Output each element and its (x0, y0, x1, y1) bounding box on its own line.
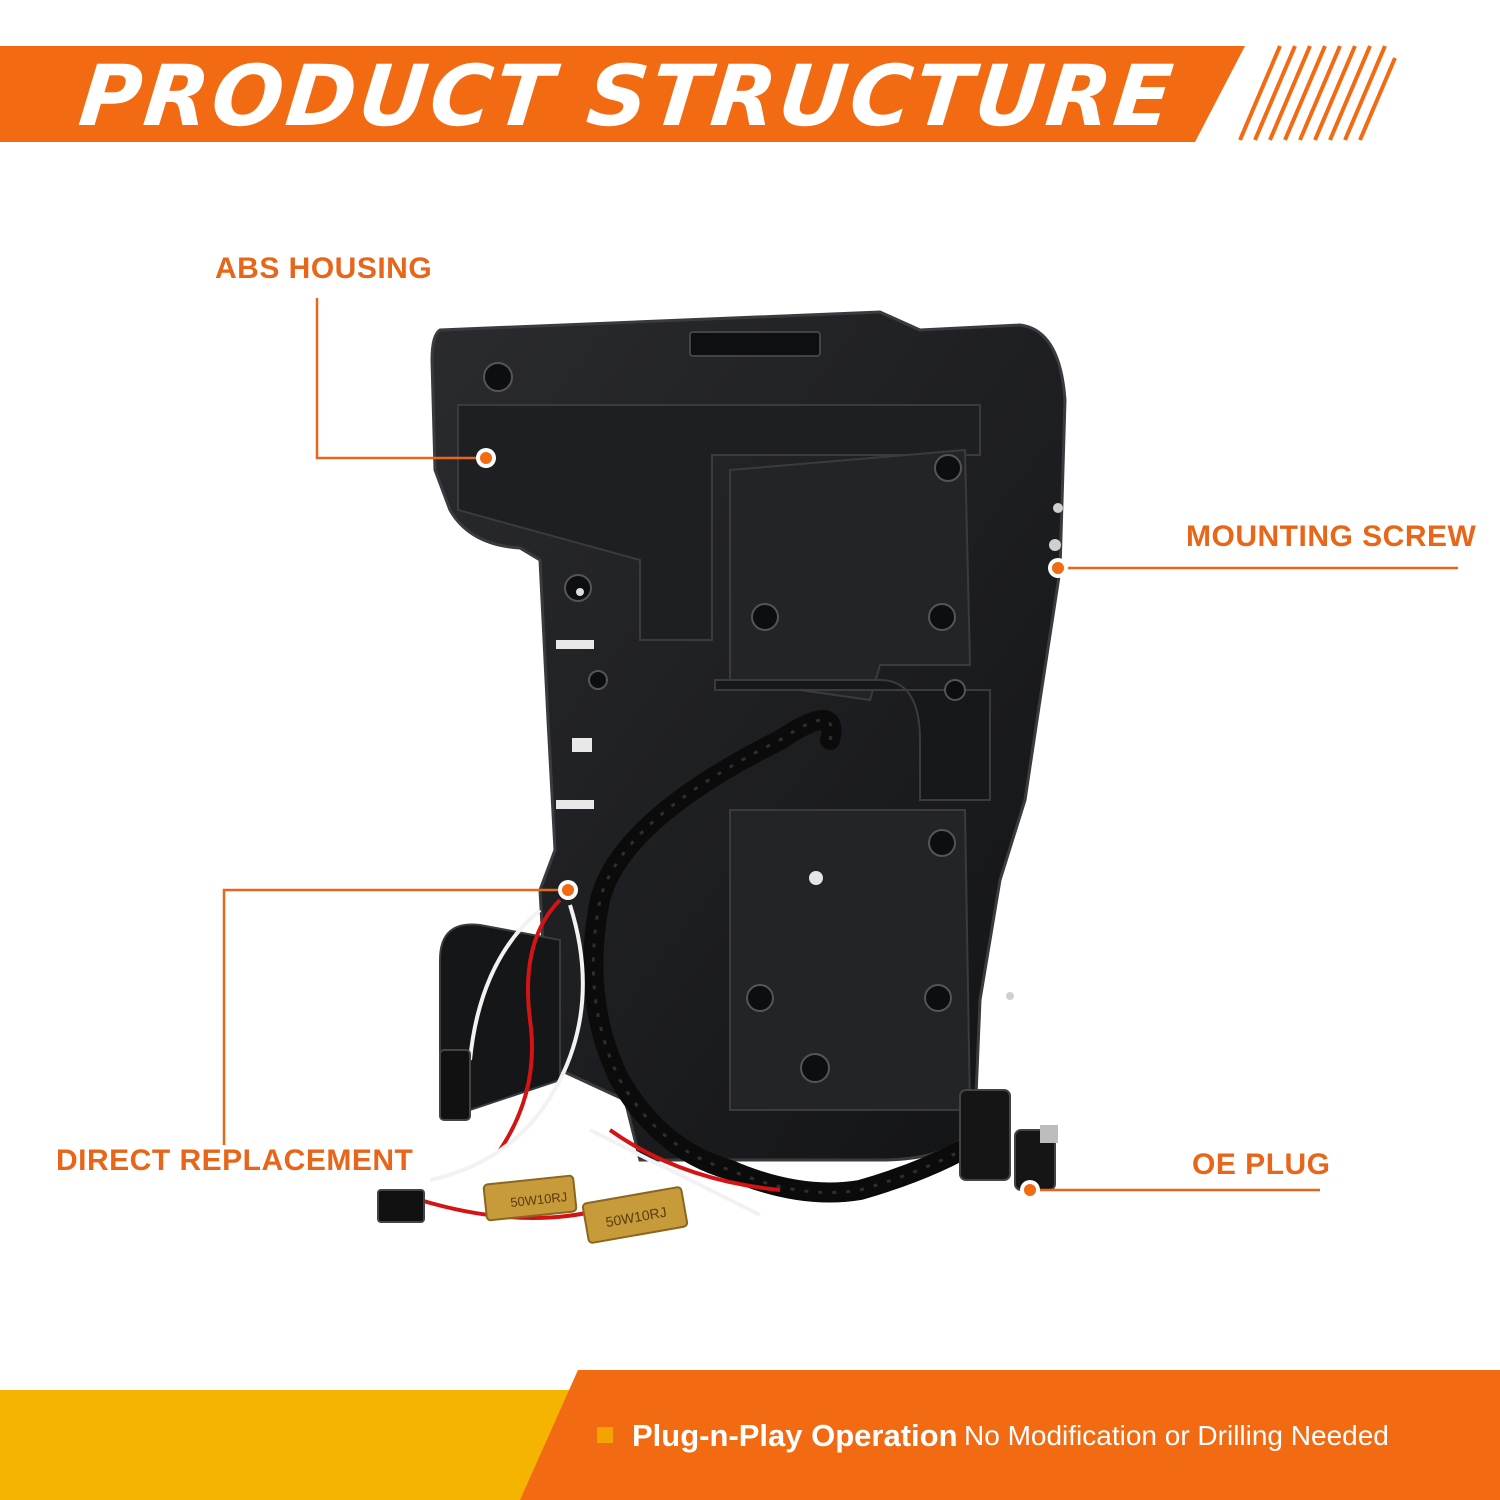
mounting-bolts (483, 362, 966, 1083)
wiring-harness-cable (583, 710, 990, 1203)
oe-plug-connector (959, 1089, 1058, 1191)
banner-bar (0, 46, 1245, 142)
callout-direct-replacement: DIRECT REPLACEMENT (56, 1144, 414, 1177)
callout-abs-housing: ABS HOUSING (215, 252, 433, 285)
load-resistor-left (482, 1174, 578, 1222)
resistor-left-label: 50W10RJ (510, 1189, 568, 1210)
callout-mounting-screw: MOUNTING SCREW (1186, 520, 1477, 553)
right-side-screws (1006, 503, 1063, 1000)
adapter-wires (419, 898, 781, 1220)
footer-description: No Modification or Drilling Needed (964, 1420, 1389, 1451)
middle-recess (714, 679, 991, 801)
small-connector-left (377, 1189, 425, 1223)
banner-stripes-decoration (1238, 45, 1397, 141)
side-connector (439, 1049, 471, 1121)
footer-bullet-icon (597, 1427, 613, 1443)
upper-panel (457, 404, 981, 641)
abs-housing-leader (315, 298, 486, 460)
load-resistor-right (581, 1186, 689, 1244)
footer-feature: Plug-n-Play Operation (632, 1418, 958, 1453)
header-banner (0, 45, 1397, 142)
footer-orange-segment (520, 1370, 1500, 1500)
callout-dots (476, 448, 1068, 1200)
callout-oe-plug: OE PLUG (1192, 1148, 1331, 1181)
footer-band (0, 1370, 1500, 1500)
direct-replacement-leader (222, 888, 568, 1145)
footer-yellow-segment (0, 1390, 600, 1500)
top-vent (689, 331, 821, 357)
edge-clips (556, 640, 594, 809)
